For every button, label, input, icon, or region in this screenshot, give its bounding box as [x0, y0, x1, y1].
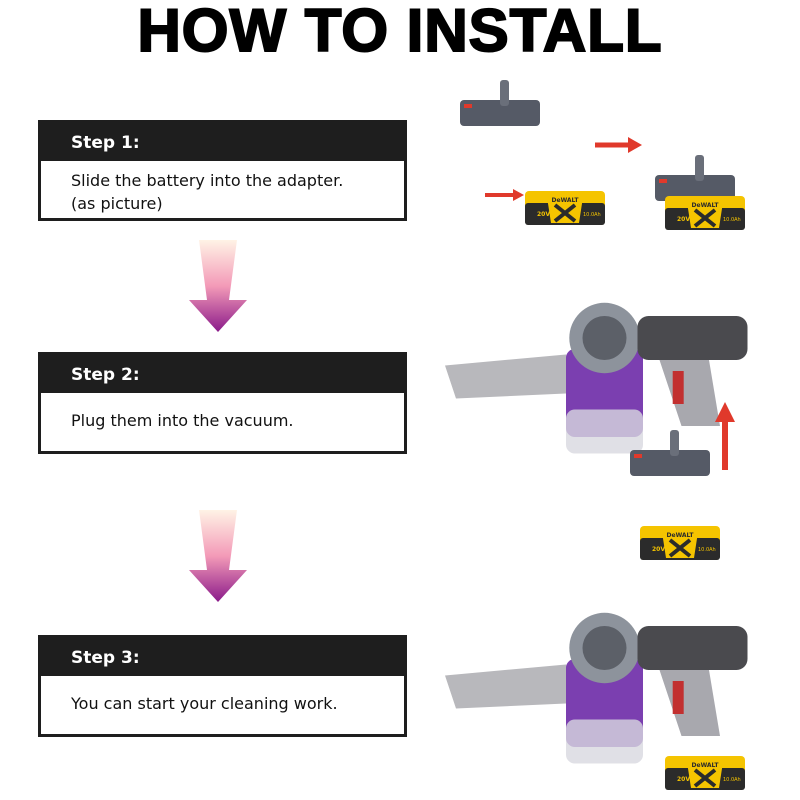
page-title: HOW TO INSTALL [136, 0, 663, 65]
step-3-illustration [445, 612, 748, 792]
step-2-label: Step 2: [41, 355, 404, 393]
step-2-illustration [445, 302, 748, 562]
step-3-text: You can start your cleaning work. [71, 694, 338, 713]
step-2-box: Step 2: Plug them into the vacuum. [38, 352, 407, 454]
step-1-illustration [460, 80, 747, 232]
step-1-text: Slide the battery into the adapter. [71, 171, 344, 190]
step-1-label: Step 1: [41, 123, 404, 161]
step-3-label: Step 3: [41, 638, 404, 676]
down-arrow-icon [189, 510, 247, 602]
step-3-box: Step 3: You can start your cleaning work… [38, 635, 407, 737]
step-2-text: Plug them into the vacuum. [71, 411, 294, 430]
down-arrow-icon [189, 240, 247, 332]
step-1-box: Step 1: Slide the battery into the adapt… [38, 120, 407, 221]
step-1-note: (as picture) [71, 194, 163, 213]
